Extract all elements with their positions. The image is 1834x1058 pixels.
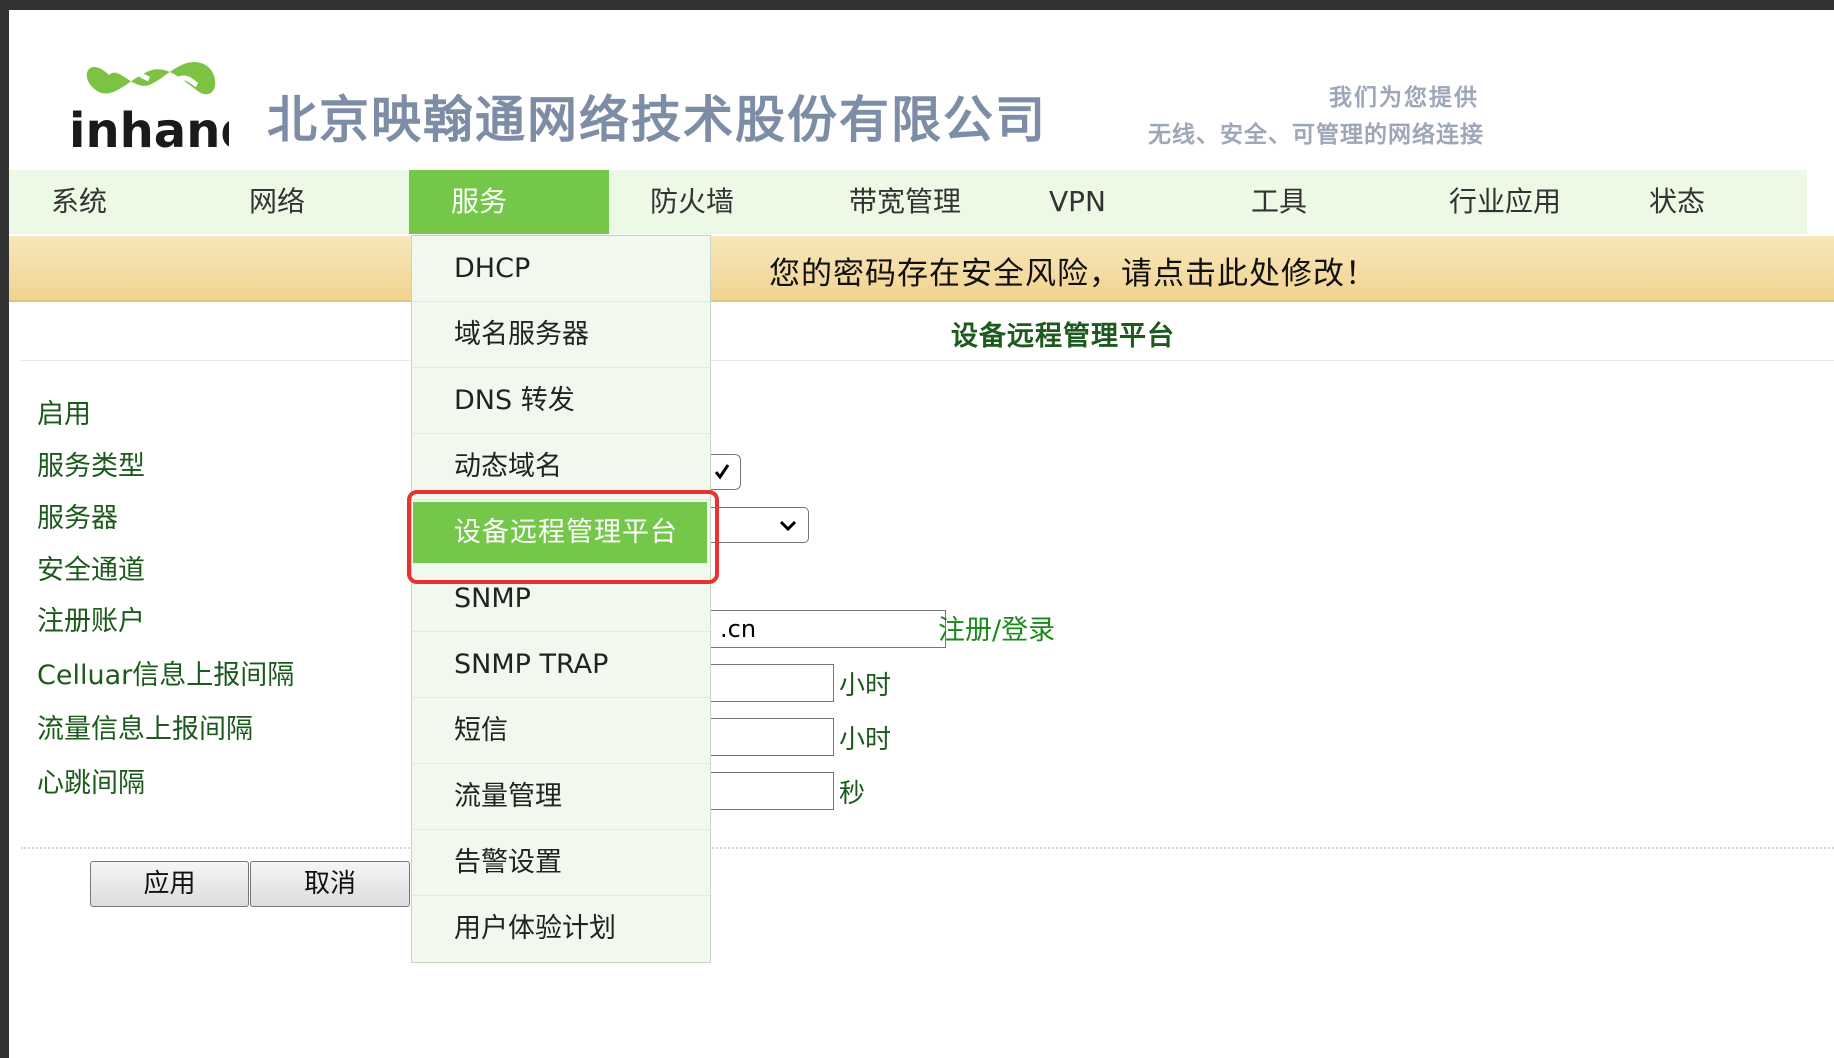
traffic-interval-input[interactable] [699, 718, 834, 756]
password-warning-bar: 您的密码存在安全风险，请点击此处修改！ [9, 236, 1834, 302]
router-admin-page: inhand 北京映翰通网络技术股份有限公司 我们为您提供 无线、安全、可管理的… [9, 10, 1834, 1058]
menu-item-dns-server[interactable]: 域名服务器 [412, 302, 710, 368]
title-divider [21, 360, 1834, 361]
menu-item-ddns[interactable]: 动态域名 [412, 434, 710, 500]
chevron-down-icon [779, 520, 797, 532]
label-server: 服务器 [37, 503, 118, 534]
nav-bandwidth[interactable]: 带宽管理 [849, 185, 962, 218]
unit-hour-cellular: 小时 [839, 671, 892, 701]
nav-network[interactable]: 网络 [249, 185, 306, 218]
unit-hour-traffic: 小时 [839, 725, 892, 755]
account-input-value: .cn [720, 615, 757, 643]
slogan: 我们为您提供 无线、安全、可管理的网络连接 [1084, 78, 1484, 149]
menu-item-device-manager[interactable]: 设备远程管理平台 [413, 502, 707, 564]
menu-item-dhcp[interactable]: DHCP [412, 236, 710, 302]
label-account: 注册账户 [37, 606, 145, 637]
cellular-interval-input[interactable] [699, 664, 834, 702]
label-heartbeat: 心跳间隔 [37, 768, 145, 799]
nav-system[interactable]: 系统 [51, 185, 108, 218]
slogan-line-2: 无线、安全、可管理的网络连接 [1148, 121, 1484, 148]
page-title: 设备远程管理平台 [951, 321, 1175, 352]
label-enable: 启用 [37, 399, 91, 430]
nav-tools[interactable]: 工具 [1251, 185, 1308, 218]
services-dropdown-menu: DHCP 域名服务器 DNS 转发 动态域名 设备远程管理平台 SNMP SNM… [411, 235, 711, 963]
menu-item-traffic-management[interactable]: 流量管理 [412, 764, 710, 830]
unit-second-heartbeat: 秒 [839, 779, 866, 809]
nav-status[interactable]: 状态 [1649, 185, 1706, 218]
menu-item-snmp-trap[interactable]: SNMP TRAP [412, 632, 710, 698]
label-cellular-interval: Celluar信息上报间隔 [37, 660, 295, 691]
nav-industry-apps[interactable]: 行业应用 [1449, 185, 1562, 218]
main-nav: 系统 网络 服务 防火墙 带宽管理 VPN 工具 行业应用 状态 [9, 170, 1807, 234]
menu-item-snmp[interactable]: SNMP [412, 566, 710, 632]
register-login-link[interactable]: 注册/登录 [938, 615, 1056, 646]
label-service-type: 服务类型 [37, 451, 145, 482]
inhand-logo: inhand [69, 61, 229, 159]
nav-services[interactable]: 服务 [409, 170, 609, 234]
checkmark-icon [714, 464, 730, 480]
apply-button[interactable]: 应用 [90, 861, 249, 907]
menu-item-dns-forward[interactable]: DNS 转发 [412, 368, 710, 434]
cancel-button[interactable]: 取消 [250, 861, 410, 907]
heartbeat-input[interactable] [699, 772, 834, 810]
menu-item-user-experience[interactable]: 用户体验计划 [454, 913, 616, 944]
account-input[interactable]: .cn [699, 610, 946, 648]
label-secure-channel: 安全通道 [37, 555, 145, 586]
password-warning-link[interactable]: 您的密码存在安全风险，请点击此处修改！ [769, 256, 1377, 292]
svg-text:inhand: inhand [69, 103, 229, 159]
form-divider [21, 847, 1834, 849]
menu-item-alarm-settings[interactable]: 告警设置 [412, 830, 710, 896]
nav-vpn[interactable]: VPN [1049, 185, 1106, 218]
nav-firewall[interactable]: 防火墙 [650, 185, 735, 218]
menu-item-sms[interactable]: 短信 [412, 698, 710, 764]
label-traffic-interval: 流量信息上报间隔 [37, 714, 253, 745]
server-select[interactable] [699, 507, 809, 543]
company-name: 北京映翰通网络技术股份有限公司 [267, 91, 1047, 149]
slogan-line-1: 我们为您提供 [1329, 84, 1479, 111]
